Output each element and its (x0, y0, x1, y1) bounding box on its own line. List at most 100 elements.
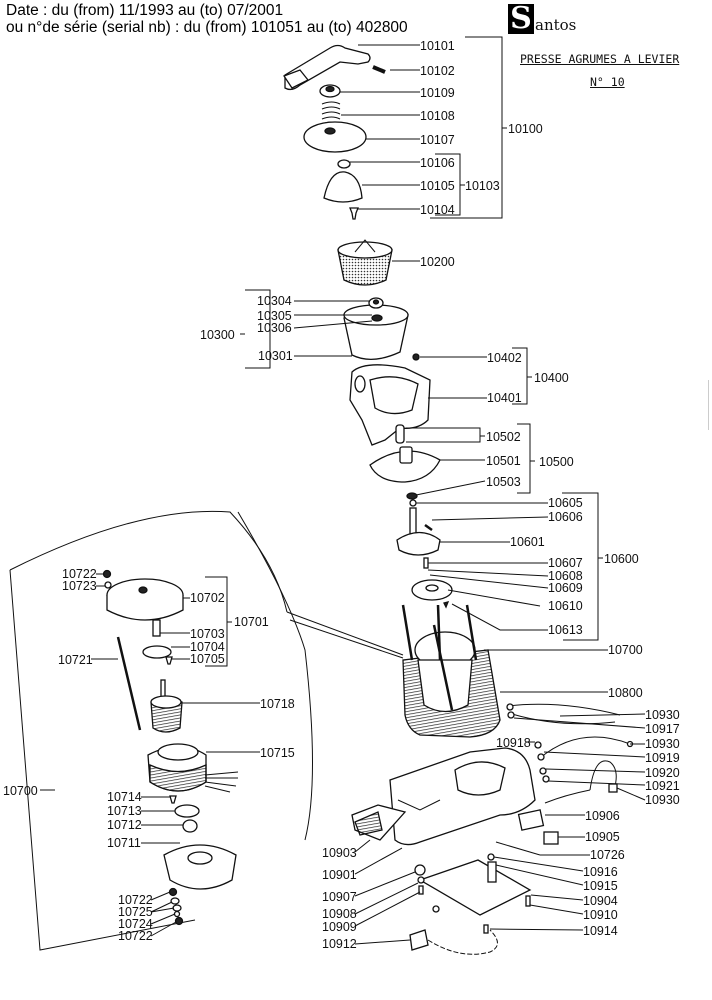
leader-line (616, 787, 646, 801)
part-label: 10607 (548, 556, 583, 570)
brush-screw-part (169, 795, 177, 804)
part-label: 10108 (420, 109, 455, 123)
earth-screw-part (534, 741, 542, 749)
plate-hub (399, 446, 413, 464)
part-label: 10200 (420, 255, 455, 269)
reamer-rim (337, 241, 393, 259)
part-label: 10906 (585, 809, 620, 823)
nut-part (168, 887, 178, 897)
reamer-filter-group: 10200 (337, 239, 455, 286)
scan-artifact-line (708, 380, 709, 430)
wire-eyelet (507, 711, 515, 719)
document-title: PRESSE AGRUMES A LEVIER (520, 52, 680, 66)
bearing-plate-part (142, 645, 172, 659)
base-recess (397, 799, 441, 811)
washer-part (104, 581, 112, 589)
leader-line (429, 574, 549, 589)
leader-line (150, 907, 175, 913)
housing-group: 10402 10401 10400 (349, 347, 569, 446)
leader-line (415, 480, 486, 496)
leader-line (529, 904, 584, 915)
part-label: 10613 (548, 623, 583, 637)
bracket-10400 (512, 347, 532, 405)
leader-line (354, 882, 419, 915)
part-label: 10701 (234, 615, 269, 629)
bearing-part (152, 619, 161, 637)
bracket-10502 (406, 427, 485, 443)
part-label: 10904 (583, 894, 618, 908)
tie-rod (401, 604, 414, 661)
part-label: 10916 (583, 865, 618, 879)
bracket-10100 (430, 36, 507, 219)
leader-line (545, 768, 646, 773)
part-label: 10909 (322, 920, 357, 934)
tie-rod (432, 624, 454, 711)
part-label: 10101 (420, 39, 455, 53)
pressure-disc-part (303, 121, 367, 153)
part-label: 10712 (107, 818, 142, 832)
part-label: 10503 (486, 475, 521, 489)
part-label: 10305 (257, 309, 292, 323)
bowl-seal-part (371, 314, 383, 322)
part-label: 10500 (539, 455, 574, 469)
rotor-top (150, 695, 182, 709)
cord-plug-part (409, 929, 429, 951)
leader-line (354, 939, 411, 945)
motor-cover-group: 10700 10800 (401, 604, 643, 738)
leader-line (293, 320, 373, 329)
disc-hole (324, 127, 336, 135)
model-number: N° 10 (590, 75, 625, 89)
bushing-hole (325, 85, 335, 93)
spring-clip-part (443, 601, 450, 609)
earth-nut (539, 767, 547, 775)
part-label: 10608 (548, 569, 583, 583)
drip-tray-grille (354, 811, 383, 836)
lock-washer-part (173, 910, 181, 918)
foot-screw-part (418, 885, 424, 895)
press-cone-part (323, 171, 363, 203)
leader-line (489, 928, 584, 931)
terminal-block-part (487, 861, 497, 883)
bracket-10600 (562, 492, 603, 641)
leader-line (427, 569, 549, 577)
base-plate-part (418, 859, 532, 916)
part-label: 10723 (62, 579, 97, 593)
bracket-10701 (205, 576, 232, 667)
wire-eyelet (506, 703, 514, 711)
stator-wires (204, 771, 239, 793)
cable-gland-part (432, 905, 440, 913)
leader-line (431, 516, 549, 521)
part-label: 10700 (608, 643, 643, 657)
leader-line (354, 839, 371, 853)
drive-group: 10605 10606 10601 10607 10608 10609 1061… (396, 492, 639, 641)
washer-part (337, 159, 351, 169)
part-label: 10104 (420, 203, 455, 217)
terminal-screw-part (487, 853, 495, 861)
leader-line (559, 713, 646, 717)
part-label: 10109 (420, 86, 455, 100)
part-label: 10915 (583, 879, 618, 893)
logo-wordmark: antos (535, 16, 577, 34)
drive-gear-part (396, 531, 441, 556)
cable-connector (608, 783, 618, 793)
bracket-10300 (240, 289, 271, 369)
bracket-10103 (435, 153, 465, 216)
connection-wire (539, 736, 631, 759)
detail-frame-top (9, 510, 288, 613)
part-label: 10726 (590, 848, 625, 862)
detail-frame-left (9, 569, 196, 951)
leader-line (513, 717, 646, 729)
tie-rod (465, 604, 478, 661)
part-label: 10705 (190, 652, 225, 666)
switch-plate-part (517, 809, 545, 831)
housing-opening (369, 376, 419, 415)
part-label: 10721 (58, 653, 93, 667)
assembly-rod-part (116, 636, 142, 731)
part-label: 10722 (62, 567, 97, 581)
part-label: 10714 (107, 790, 142, 804)
power-cord (427, 929, 498, 955)
part-label: 10715 (260, 746, 295, 760)
part-label: 10800 (608, 686, 643, 700)
leader-line (493, 856, 584, 872)
washer-part (170, 897, 180, 905)
